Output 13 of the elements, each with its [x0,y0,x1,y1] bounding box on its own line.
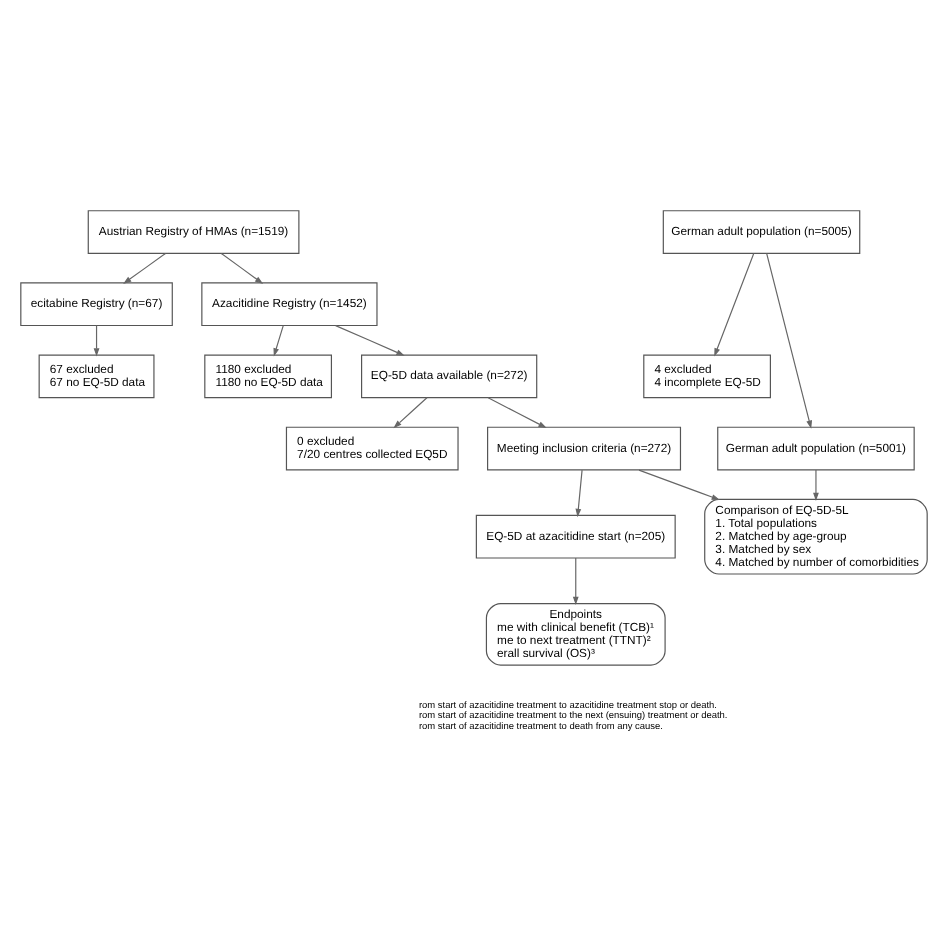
arrow [393,397,428,429]
arrow [766,252,812,429]
arrow [123,252,167,284]
arrow [335,325,405,356]
arrow [714,252,755,357]
arrow [273,325,284,357]
arrow [572,557,579,605]
arrow [487,397,547,429]
arrow [638,469,720,500]
arrow [93,325,100,357]
arrow [220,252,264,284]
arrow [575,469,583,518]
arrow [813,469,819,501]
